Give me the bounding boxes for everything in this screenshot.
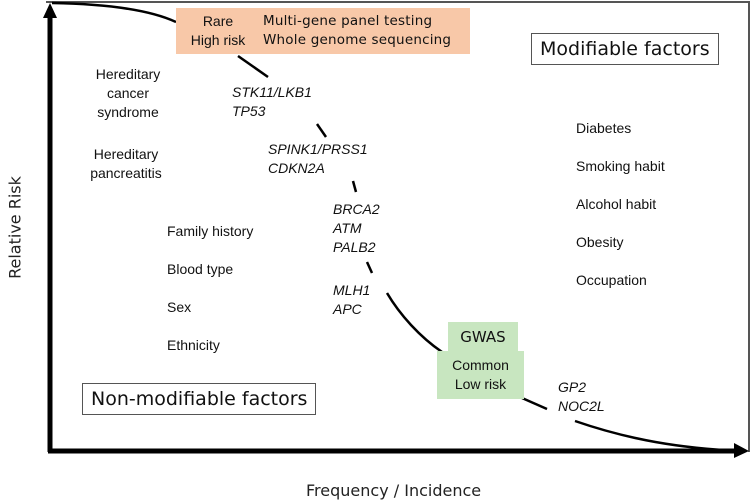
risk-curve-segment xyxy=(351,180,358,193)
high-risk-label: High risk xyxy=(190,32,246,48)
gene-palb2: PALB2 xyxy=(333,239,376,255)
factor-obesity: Obesity xyxy=(576,234,624,250)
gene-group-2: SPINK1/PRSS1 CDKN2A xyxy=(268,140,368,178)
rare-label: Rare xyxy=(202,13,234,29)
gene-group-4: MLH1 APC xyxy=(333,281,370,319)
y-axis-label: Relative Risk xyxy=(5,176,25,279)
gene-group-5: GP2 NOC2L xyxy=(558,378,605,416)
common-label: Common xyxy=(452,357,509,373)
low-risk-label: Low risk xyxy=(454,376,507,392)
gene-tp53: TP53 xyxy=(232,103,266,119)
gwas-box: GWAS xyxy=(448,322,518,352)
risk-curve-segment xyxy=(51,1,177,24)
factor-ethnicity: Ethnicity xyxy=(167,337,220,353)
risk-curve-segment xyxy=(521,396,548,411)
factor-occupation: Occupation xyxy=(576,272,647,288)
risk-curve-segment xyxy=(315,123,328,138)
method-multigene-panel: Multi-gene panel testing xyxy=(263,13,433,29)
gene-apc: APC xyxy=(333,301,362,317)
hp-line-2: pancreatitis xyxy=(90,165,162,181)
hereditary-cancer-syndrome: Hereditary cancer syndrome xyxy=(80,65,176,122)
risk-curve-segment xyxy=(385,292,443,354)
hp-line-1: Hereditary xyxy=(93,146,159,162)
hcs-line-2: cancer xyxy=(106,85,150,101)
factor-diabetes: Diabetes xyxy=(576,120,632,136)
gene-atm: ATM xyxy=(333,220,362,236)
gene-cdkn2a: CDKN2A xyxy=(268,160,325,176)
factor-smoking: Smoking habit xyxy=(576,158,665,174)
gene-group-3: BRCA2 ATM PALB2 xyxy=(333,200,380,257)
hcs-line-3: syndrome xyxy=(97,104,159,120)
gene-gp2: GP2 xyxy=(558,379,587,395)
rare-high-risk-box: Rare High risk Multi-gene panel testing … xyxy=(176,8,470,54)
risk-curve-segment xyxy=(237,54,269,79)
factor-family-history: Family history xyxy=(167,223,254,239)
factor-sex: Sex xyxy=(167,299,192,315)
risk-curve-segment xyxy=(574,419,739,453)
non-modifiable-factors-box: Non-modifiable factors xyxy=(82,383,317,415)
gene-group-1: STK11/LKB1 TP53 xyxy=(232,83,312,121)
factor-alcohol: Alcohol habit xyxy=(576,196,657,212)
gene-spink1: SPINK1/PRSS1 xyxy=(268,141,368,157)
method-whole-genome: Whole genome sequencing xyxy=(263,32,452,48)
common-low-risk-box: Common Low risk xyxy=(437,351,524,399)
risk-curve-segment xyxy=(365,261,374,274)
modifiable-factors-box: Modifiable factors xyxy=(531,33,719,65)
factor-blood-type: Blood type xyxy=(167,261,234,277)
gene-noc2l: NOC2L xyxy=(558,398,605,414)
gene-stk11: STK11/LKB1 xyxy=(232,84,312,100)
x-axis-label: Frequency / Incidence xyxy=(306,481,482,500)
hcs-line-1: Hereditary xyxy=(95,66,161,82)
y-axis-arrowhead xyxy=(43,3,57,18)
gene-brca2: BRCA2 xyxy=(333,201,380,217)
hereditary-pancreatitis: Hereditary pancreatitis xyxy=(76,145,176,183)
x-axis-arrowhead xyxy=(734,443,749,458)
gene-mlh1: MLH1 xyxy=(333,282,371,298)
